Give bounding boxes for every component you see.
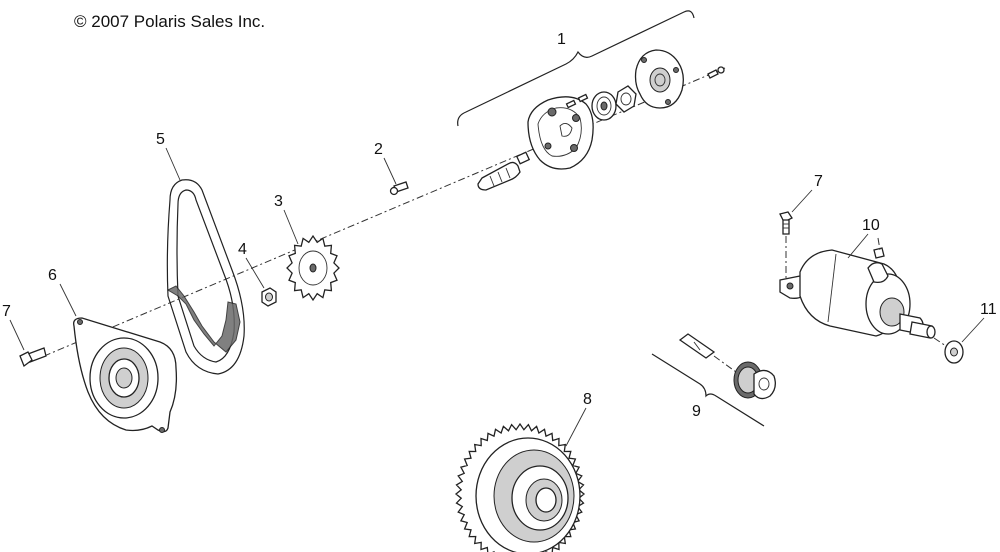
- callout-9: 9: [692, 403, 701, 420]
- starter-gear-part-8: [454, 422, 586, 552]
- leader-4: [245, 257, 265, 289]
- leader-5: [165, 147, 181, 181]
- washer-part-11: [944, 340, 964, 364]
- callout-5: 5: [156, 131, 165, 148]
- callout-1: 1: [557, 31, 566, 48]
- leader-11: [961, 317, 985, 343]
- leader-6: [59, 283, 77, 317]
- callout-7-right: 7: [814, 173, 823, 190]
- idler-gear-part-9: [678, 333, 776, 400]
- callout-6: 6: [48, 267, 57, 284]
- leader-2: [383, 157, 397, 185]
- leader-7-right: [791, 189, 813, 213]
- cam-chain-part-5: [166, 179, 245, 375]
- callout-4: 4: [238, 241, 247, 258]
- oil-pump-assembly: [477, 49, 725, 191]
- copyright-notice: © 2007 Polaris Sales Inc.: [74, 12, 266, 31]
- callout-10: 10: [862, 217, 880, 234]
- bolt-part-7-right: [779, 211, 793, 235]
- sprocket-part-3: [286, 234, 340, 302]
- callout-2: 2: [374, 141, 383, 158]
- leader-3: [283, 209, 299, 245]
- cover-plate-part-6: [73, 317, 178, 433]
- bracket-group-1: [457, 10, 695, 127]
- nut-part-4: [261, 287, 277, 307]
- starter-motor-part-10: [779, 237, 936, 339]
- screw-part-2: [389, 181, 409, 196]
- callout-7-left: 7: [2, 303, 11, 320]
- leader-7-left: [9, 319, 25, 351]
- main-axis-line: [29, 67, 726, 363]
- bracket-group-9: [651, 353, 765, 427]
- callout-8: 8: [583, 391, 592, 408]
- leader-8: [565, 407, 587, 447]
- leader-10: [847, 233, 869, 259]
- callout-3: 3: [274, 193, 283, 210]
- callout-11: 11: [980, 301, 997, 318]
- axis-starter: [933, 337, 947, 347]
- bolt-part-7-left: [19, 347, 47, 368]
